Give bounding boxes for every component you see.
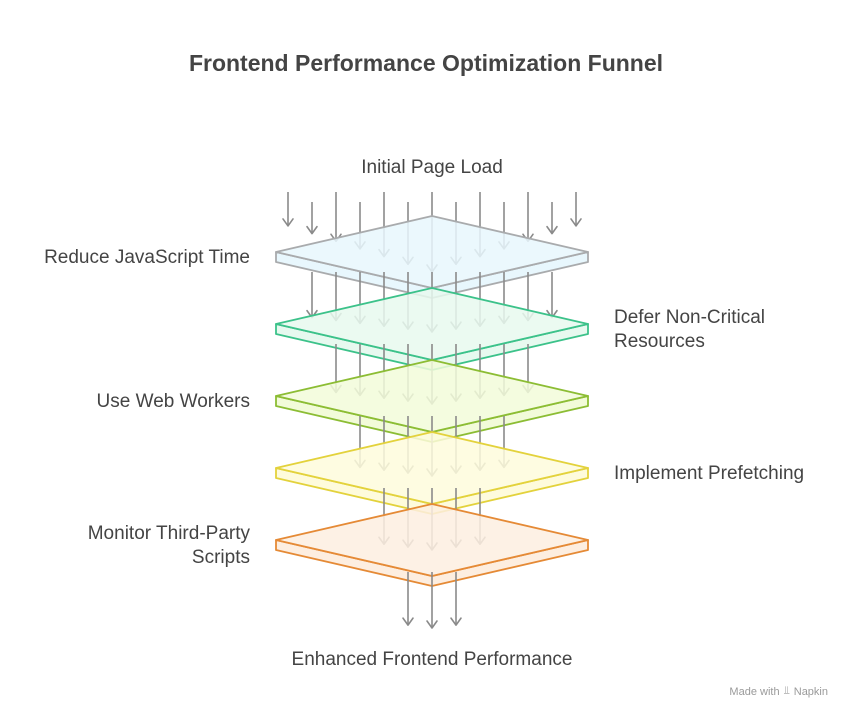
input-label: Initial Page Load (361, 157, 503, 178)
flow-arrow-1-1 (282, 192, 294, 227)
flow-arrow-1-3 (330, 192, 342, 243)
flow-arrow-6-3 (450, 572, 462, 626)
footer-brand: Napkin (793, 685, 828, 698)
layer-label-use-web-workers: Use Web Workers (96, 391, 250, 412)
flow-arrow-1-12 (546, 202, 558, 235)
footer-prefix: Made with (729, 685, 780, 698)
layer-label-implement-prefetching: Implement Prefetching (614, 463, 805, 484)
flow-arrow-2-1 (306, 272, 318, 319)
flow-arrow-1-2 (306, 202, 318, 235)
flow-arrow-1-11 (522, 192, 534, 243)
flow-arrow-1-13 (570, 192, 582, 227)
layer-label-reduce-javascript-time: Reduce JavaScript Time (44, 247, 250, 268)
layer-label-monitor-third-party-scripts: Monitor Third-Party Scripts (87, 523, 250, 568)
layer-label-defer-non-critical-resources: Defer Non-Critical Resources (614, 307, 765, 352)
napkin-logo-icon: ⫫ (783, 685, 790, 697)
footer-credit: Made with ⫫ Napkin (729, 685, 828, 698)
flow-arrow-6-2 (426, 572, 438, 629)
diagram-title: Frontend Performance Optimization Funnel (188, 50, 664, 76)
output-label: Enhanced Frontend Performance (291, 649, 573, 670)
flow-arrow-2-11 (546, 272, 558, 319)
flow-arrow-6-1 (402, 572, 414, 626)
